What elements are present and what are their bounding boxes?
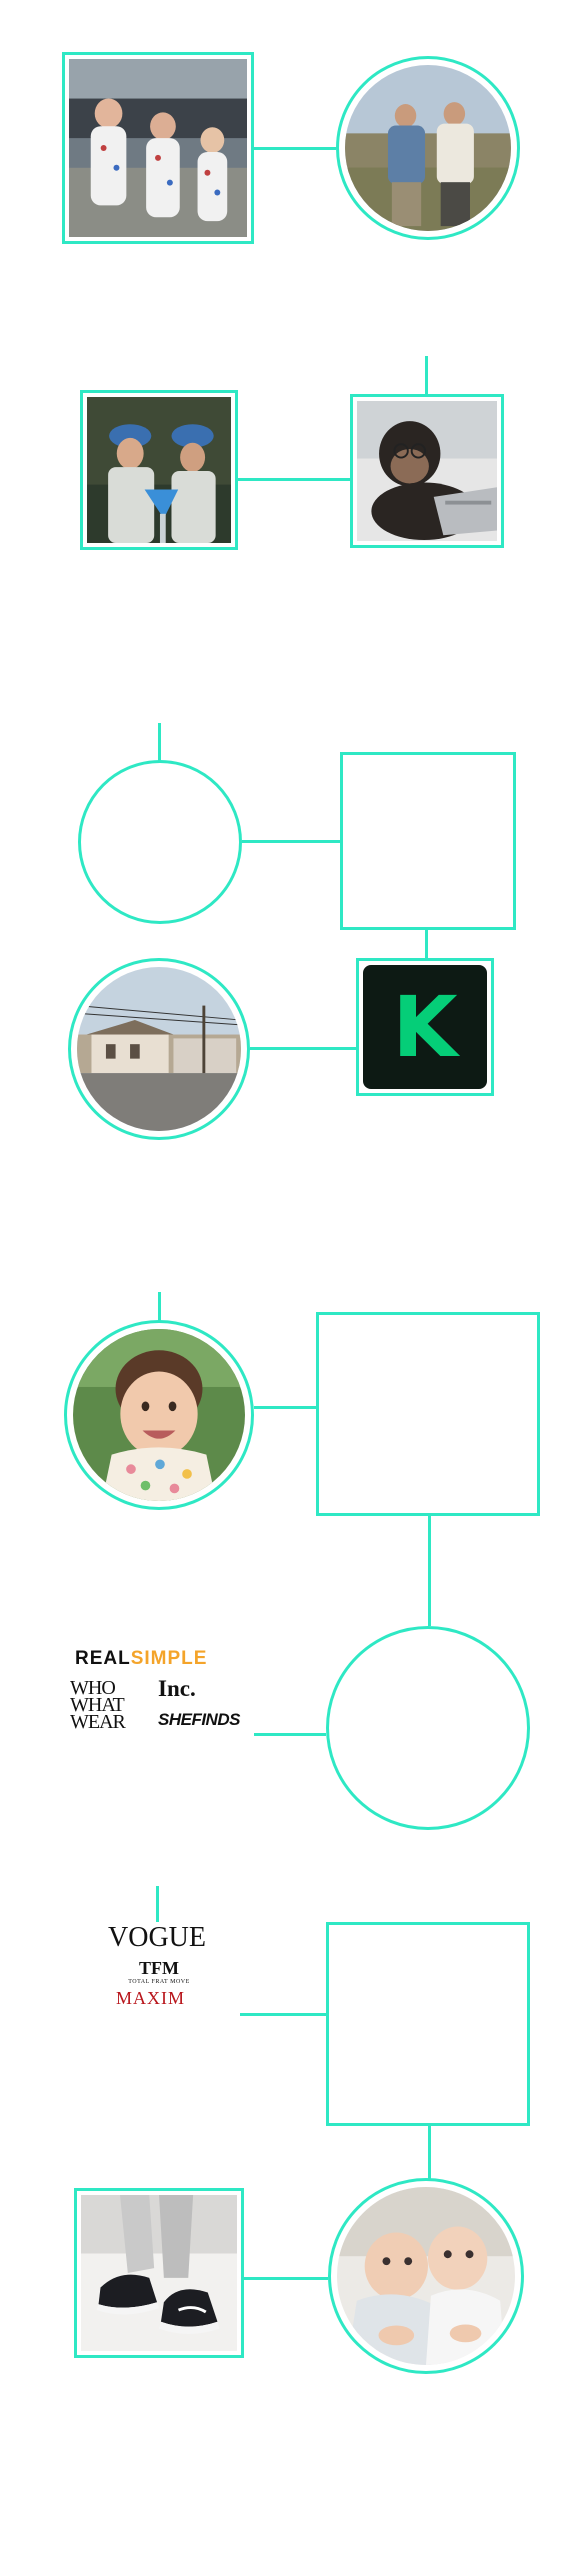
two-babies-photo bbox=[328, 2178, 524, 2374]
connector-line bbox=[240, 2013, 332, 2016]
photo-chimp-computer-icon bbox=[357, 401, 497, 541]
connector-line bbox=[156, 1886, 159, 1922]
connector-line bbox=[158, 1292, 161, 1322]
connector-line bbox=[158, 723, 161, 761]
chimp-computer-photo bbox=[350, 394, 504, 548]
maxim-logo: MAXIM bbox=[116, 1988, 186, 2008]
empty-square-node bbox=[316, 1312, 540, 1516]
two-men-desert-photo bbox=[336, 56, 520, 240]
connector-line bbox=[425, 356, 428, 394]
empty-circle-node bbox=[326, 1626, 530, 1830]
photo-baby-girl-icon bbox=[73, 1329, 245, 1501]
photo-sneakers-icon bbox=[81, 2195, 237, 2351]
shefinds-logo: SHEFINDS bbox=[158, 1710, 240, 1729]
connector-line bbox=[244, 2277, 328, 2280]
photo-building-street-icon bbox=[77, 967, 241, 1131]
connector-line bbox=[250, 1047, 356, 1050]
connector-line bbox=[428, 2126, 431, 2180]
photo-kids-costumes-icon bbox=[69, 59, 247, 237]
vogue-logo: VOGUE bbox=[108, 1922, 206, 1953]
kickstarter-letter: K bbox=[392, 978, 458, 1076]
connector-line bbox=[425, 930, 428, 958]
baby-girl-photo bbox=[64, 1320, 254, 1510]
connector-line bbox=[428, 1516, 431, 1626]
empty-circle-node bbox=[78, 760, 242, 924]
inc-logo: Inc. bbox=[158, 1676, 196, 1701]
kids-costumes-photo bbox=[62, 52, 254, 244]
empty-square-node bbox=[326, 1922, 530, 2126]
photo-lab-hazmat-icon bbox=[87, 397, 231, 543]
real-simple-logo: REALSIMPLE bbox=[75, 1648, 208, 1669]
sneakers-photo bbox=[74, 2188, 244, 2358]
connector-line bbox=[242, 840, 340, 843]
connector-line bbox=[254, 1406, 316, 1409]
kickstarter-logo: K bbox=[363, 965, 487, 1089]
tfm-logo: TFM TOTAL FRAT MOVE bbox=[128, 1958, 190, 1985]
kickstarter-logo-box: K bbox=[356, 958, 494, 1096]
connector-line bbox=[254, 147, 336, 150]
building-street-photo bbox=[68, 958, 250, 1140]
connector-line bbox=[238, 478, 350, 481]
photo-two-men-desert-icon bbox=[345, 65, 511, 231]
connector-line bbox=[254, 1733, 326, 1736]
who-what-wear-logo: WHO WHAT WEAR bbox=[70, 1677, 126, 1733]
empty-square-node bbox=[340, 752, 516, 930]
photo-two-babies-icon bbox=[337, 2187, 515, 2365]
lab-hazmat-photo bbox=[80, 390, 238, 550]
